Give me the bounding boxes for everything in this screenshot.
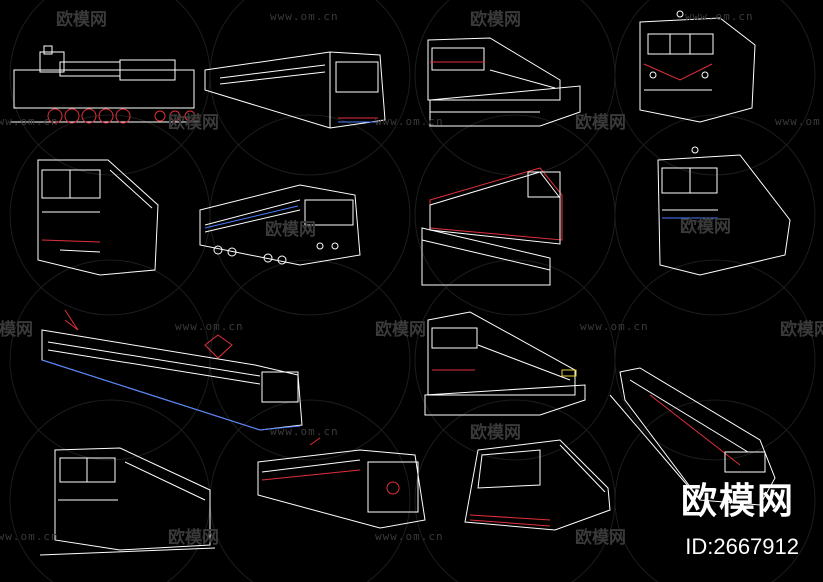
diesel-locomotive-front-bottom-drawing: [39, 447, 216, 556]
watermark-url: www.om.cn: [375, 530, 444, 543]
watermark-url: www.om.cn: [270, 10, 339, 23]
electric-locomotive-on-block-drawing: [424, 311, 586, 416]
long-train-perspective-drawing: [609, 367, 776, 506]
watermark-logo: 欧模网: [0, 320, 33, 340]
watermark-logo: 欧模网: [575, 528, 626, 548]
watermark-url: www.om.cn: [0, 115, 59, 128]
diesel-locomotive-front-left-drawing: [37, 159, 159, 276]
watermark-logo: 欧模网: [470, 423, 521, 443]
watermark-url: www.om.cn: [0, 530, 59, 543]
high-speed-train-front-drawing: [464, 439, 611, 531]
electric-locomotive-on-platform-drawing: [427, 37, 581, 127]
watermark-url: www.om.cn: [375, 115, 444, 128]
watermark-logo: 欧模网: [56, 10, 107, 30]
watermark-logo: 欧模网: [680, 217, 731, 237]
watermark-url: www.om.cn: [270, 425, 339, 438]
metro-train-drawing: [257, 437, 426, 529]
watermark-logo: 欧模网: [780, 320, 823, 340]
brand-id: ID:2667912: [685, 534, 799, 559]
watermark-logo: 欧模网: [375, 320, 426, 340]
watermark-circles: [9, 0, 816, 582]
watermark-logo: 欧模网: [575, 113, 626, 133]
diesel-locomotive-side-drawing: [199, 184, 361, 266]
watermark-url: www.om.cn: [775, 115, 823, 128]
electric-locomotive-front-drawing: [639, 10, 756, 123]
watermark-url: www.om.cn: [175, 320, 244, 333]
diesel-locomotive-front-right-drawing: [657, 146, 791, 276]
steam-locomotive-drawing: [10, 45, 200, 124]
watermark-logo: 欧模网: [168, 113, 219, 133]
watermark-logo: 欧模网: [265, 220, 316, 240]
watermark-logo: 欧模网: [168, 528, 219, 548]
watermark-logo: 欧模网: [470, 10, 521, 30]
watermark-url: www.om.cn: [580, 320, 649, 333]
brand-title: 欧模网: [680, 481, 795, 522]
locomotive-on-ramp-drawing: [421, 167, 563, 286]
emu-train-angled-drawing: [204, 51, 386, 129]
long-emu-with-pantograph-drawing: [41, 309, 303, 431]
watermark-url: www.om.cn: [685, 10, 754, 23]
